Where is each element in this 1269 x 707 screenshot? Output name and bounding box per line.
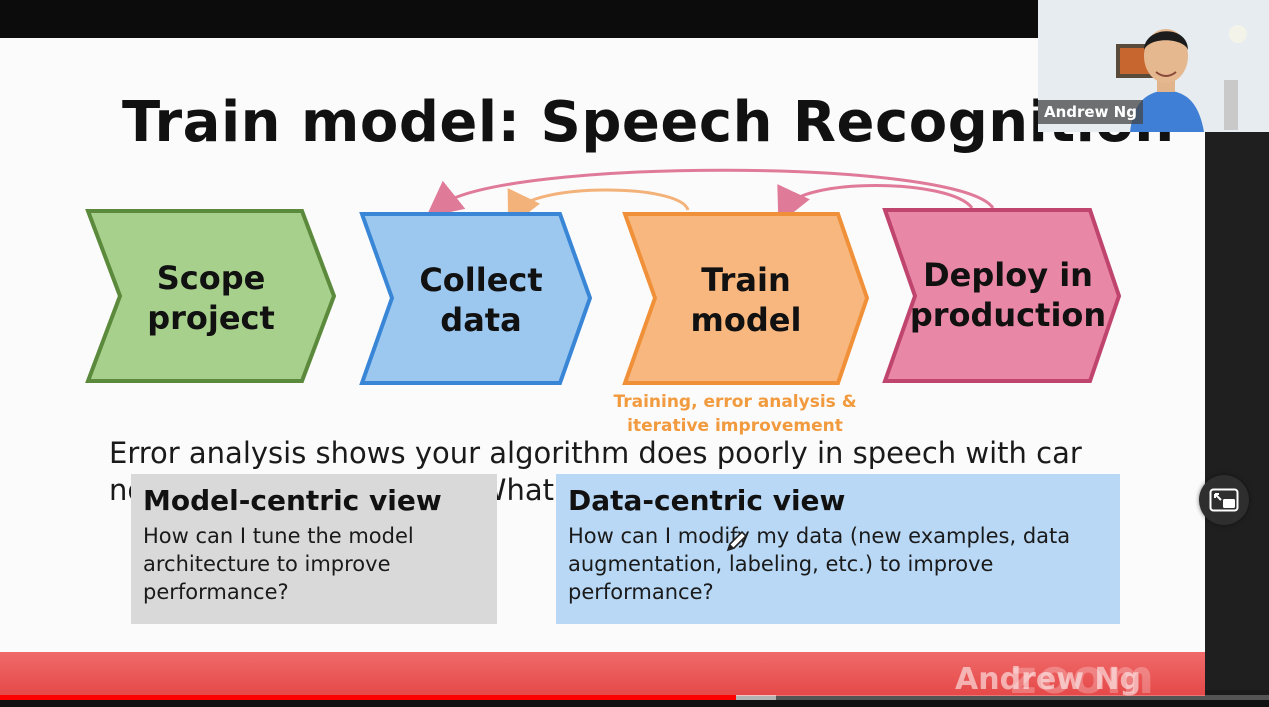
video-progress-buffer: [736, 695, 776, 700]
slide-title: Train model: Speech Recognition: [122, 90, 1175, 155]
video-progress-fill: [0, 695, 736, 700]
pen-cursor-icon: [726, 530, 748, 552]
stage-chevron-scope: [85, 209, 337, 383]
data-centric-body: How can I modify my data (new examples, …: [568, 524, 1071, 604]
picture-in-picture-icon: [1209, 488, 1239, 512]
participant-portrait: [1038, 0, 1269, 132]
player-bottom-strip: [0, 700, 1269, 707]
data-centric-title: Data-centric view: [568, 484, 846, 517]
data-centric-box: Data-centric view How can I modify my da…: [556, 474, 1120, 624]
bottom-banner: [0, 652, 1205, 696]
stage-chevron-deploy: [882, 208, 1122, 383]
stage-chevron-train: [622, 212, 870, 385]
lifecycle-diagram: [85, 168, 1122, 385]
stage-chevron-collect: [359, 212, 593, 385]
feedback-arrow-deploy-to-collect: [425, 168, 995, 218]
model-centric-title: Model-centric view: [143, 484, 442, 517]
train-stage-note: Training, error analysis & iterative imp…: [613, 392, 857, 436]
pip-toggle-button[interactable]: [1199, 475, 1249, 525]
feedback-arrow-train-to-collect: [507, 187, 690, 229]
video-progress-track[interactable]: [0, 695, 1269, 700]
model-centric-body: How can I tune the model architecture to…: [143, 524, 414, 604]
model-centric-box: Model-centric view How can I tune the mo…: [131, 474, 497, 624]
participant-name-tag: Andrew Ng: [1038, 100, 1143, 124]
feedback-arrow-deploy-to-train: [777, 184, 974, 225]
presenter-name-overlay: Andrew Ng: [955, 662, 1141, 697]
zoom-watermark: zoom: [1010, 650, 1156, 704]
video-side-bar: [1205, 130, 1269, 690]
